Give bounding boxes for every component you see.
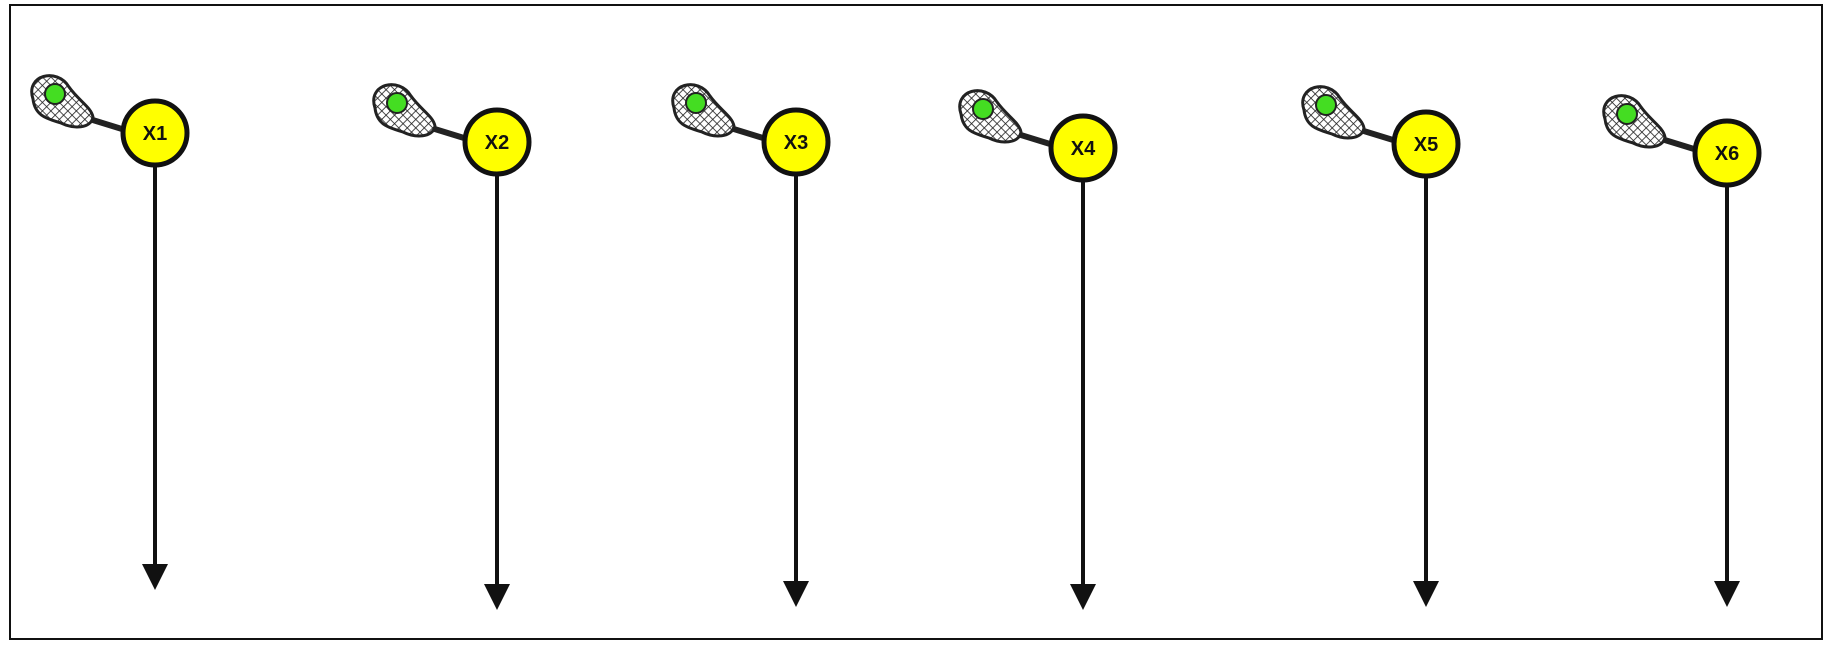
- lacrosse-stick-icon: [1301, 85, 1409, 147]
- player-label: X4: [1071, 138, 1096, 160]
- down-arrow-head: [1714, 581, 1740, 607]
- player-x6: X6: [1602, 94, 1762, 607]
- player-x2: X2: [372, 83, 532, 610]
- ball-icon: [386, 92, 408, 114]
- lacrosse-stick-icon: [958, 89, 1066, 151]
- player-circle: [761, 107, 831, 177]
- player-label: X2: [485, 132, 509, 154]
- player-circle: [1048, 113, 1118, 183]
- down-arrow-head: [1413, 581, 1439, 607]
- player-label: X1: [143, 123, 167, 145]
- player-label: X3: [784, 132, 808, 154]
- player-circle: [120, 98, 190, 168]
- player-label: X5: [1414, 134, 1438, 156]
- down-arrow-head: [142, 564, 168, 590]
- diagram-frame: [9, 4, 1823, 640]
- lacrosse-stick-icon: [671, 83, 779, 145]
- lacrosse-stick-icon: [30, 74, 138, 136]
- player-circle: [1692, 118, 1762, 188]
- ball-icon: [972, 98, 994, 120]
- down-arrow-head: [484, 584, 510, 610]
- lacrosse-stick-icon: [1602, 94, 1710, 156]
- ball-icon: [685, 92, 707, 114]
- player-circle: [1391, 109, 1461, 179]
- ball-icon: [1616, 103, 1638, 125]
- player-x3: X3: [671, 83, 831, 607]
- ball-icon: [44, 83, 66, 105]
- player-x4: X4: [958, 89, 1118, 610]
- player-label: X6: [1715, 143, 1739, 165]
- player-x5: X5: [1301, 85, 1461, 607]
- ball-icon: [1315, 94, 1337, 116]
- down-arrow-head: [783, 581, 809, 607]
- player-x1: X1: [30, 74, 190, 590]
- lacrosse-stick-icon: [372, 83, 480, 145]
- player-circle: [462, 107, 532, 177]
- down-arrow-head: [1070, 584, 1096, 610]
